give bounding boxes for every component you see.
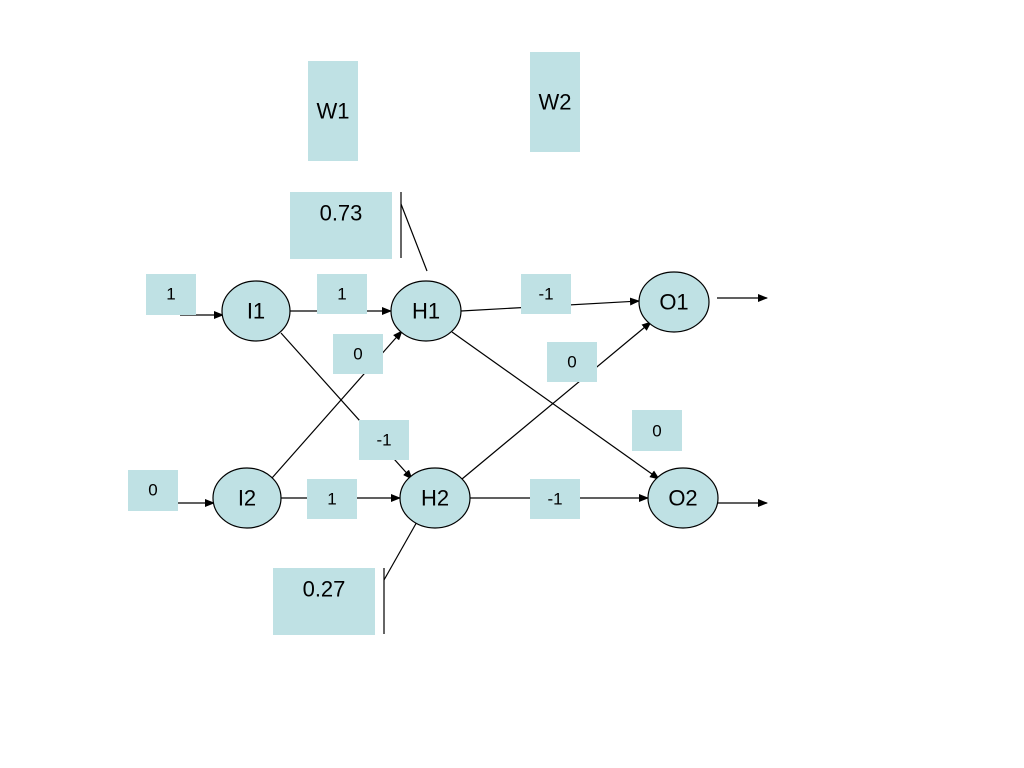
weight-value-i1-h1: 1 — [337, 285, 346, 304]
node-i1: I1 — [221, 280, 291, 342]
weight-box-h2-o1: 0 — [547, 342, 597, 382]
weight-value-h1-o1: -1 — [538, 285, 553, 304]
node-h2-label: H2 — [421, 486, 449, 511]
weight-value-h2-o2: -1 — [547, 490, 562, 509]
weight-box-h1-o2: 0 — [632, 410, 682, 451]
w2-header-label: W2 — [539, 90, 572, 115]
w1-header-label: W1 — [317, 99, 350, 124]
input-value-i2: 0 — [148, 481, 157, 500]
weight-box-i1-h2: -1 — [359, 420, 409, 460]
node-i2-label: I2 — [238, 486, 256, 511]
weight-value-i1-h2: -1 — [376, 431, 391, 450]
input-box-i2: 0 — [128, 470, 178, 511]
weight-value-i2-h1: 0 — [353, 345, 362, 364]
weight-value-i2-h2: 1 — [327, 490, 336, 509]
node-h1: H1 — [390, 280, 462, 342]
h2-output-value: 0.27 — [303, 577, 346, 602]
h1-callout-leader — [400, 203, 428, 272]
node-o2: O2 — [647, 467, 719, 529]
weight-box-i1-h1: 1 — [317, 274, 367, 314]
h2-callout-leader — [383, 519, 419, 581]
node-o1-label: O1 — [659, 290, 688, 315]
weight-value-h1-o2: 0 — [652, 422, 661, 441]
h2-output-box: 0.27 — [273, 568, 375, 635]
node-i1-label: I1 — [247, 299, 265, 324]
weight-value-h2-o1: 0 — [567, 353, 576, 372]
w2-header-box: W2 — [530, 52, 580, 152]
h1-output-box: 0.73 — [290, 192, 392, 259]
input-box-i1: 1 — [146, 274, 196, 315]
input-value-i1: 1 — [166, 285, 175, 304]
h1-output-value: 0.73 — [320, 201, 363, 226]
edge-h2-o1 — [461, 321, 652, 480]
weight-box-i2-h2: 1 — [307, 479, 357, 519]
node-o1: O1 — [638, 271, 710, 333]
node-h2: H2 — [399, 467, 471, 529]
weight-box-h2-o2: -1 — [530, 479, 580, 519]
node-i2: I2 — [212, 467, 282, 529]
edge-h1-o2 — [451, 331, 660, 480]
w1-header-box: W1 — [308, 61, 358, 161]
weight-box-i2-h1: 0 — [333, 334, 383, 374]
node-o2-label: O2 — [668, 486, 697, 511]
weight-box-h1-o1: -1 — [521, 274, 571, 314]
node-h1-label: H1 — [412, 299, 440, 324]
